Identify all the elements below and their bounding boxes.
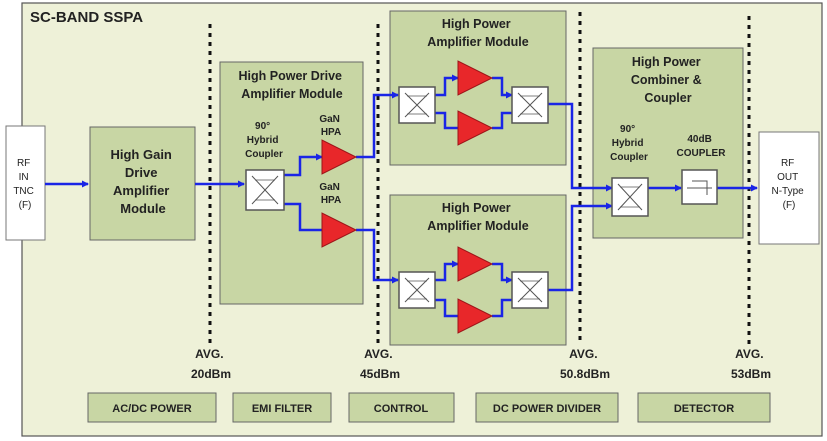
drive-amp-line-2: Drive <box>125 165 158 180</box>
rf-out-line-3: N-Type <box>771 186 804 197</box>
hp-drive-title-line-1: High Power Drive <box>239 69 343 83</box>
hybrid-right-line-2: Hybrid <box>612 138 644 149</box>
hybrid-coupler-bottom-in <box>398 271 436 309</box>
avg-marker-4-label: AVG. <box>735 347 763 361</box>
avg-marker-2-label: AVG. <box>364 347 392 361</box>
hp-drive-title: High Power Drive Amplifier Module <box>239 69 346 101</box>
hybrid-coupler-left <box>245 169 285 211</box>
gan-bottom-line-1: GaN <box>319 182 340 193</box>
coupler-40db-symbol <box>681 169 718 205</box>
hpa-top-to-combiner-arrow <box>548 102 613 192</box>
gan-bottom-line-2: HPA <box>321 195 341 206</box>
bottom-block-ac-dc <box>87 392 217 423</box>
hpa-top-join-up <box>492 76 513 99</box>
rf-out-port <box>758 131 820 245</box>
drive-amp-line-1: High Gain <box>110 147 171 162</box>
hpa-top-title: High Power Amplifier Module <box>427 17 528 49</box>
hpa-top-split-down <box>435 111 458 130</box>
hybrid-to-gan-top-arrow <box>284 153 323 177</box>
hybrid-right-label: 90° Hybrid Coupler <box>610 124 648 163</box>
hybrid-coupler-right <box>611 177 649 217</box>
hpa-top-amp-1 <box>457 60 494 96</box>
avg-marker-1: AVG. 20dBm <box>191 347 231 381</box>
hybrid-coupler-top-in <box>398 86 436 124</box>
avg-marker-4-value: 53dBm <box>731 367 771 381</box>
avg-marker-2: AVG. 45dBm <box>360 347 400 381</box>
hybrid-left-line-2: Hybrid <box>247 135 279 146</box>
hybrid-left-line-1: 90° <box>255 121 270 132</box>
hpa-bottom-split-up <box>435 260 459 282</box>
rf-in-port <box>5 125 46 241</box>
hpa-top-join-down <box>492 111 512 130</box>
bottom-block-control <box>348 392 455 423</box>
combiner-title-line-3: Coupler <box>644 91 691 105</box>
bottom-block-dc-divider-label: DC POWER DIVIDER <box>493 403 601 415</box>
avg-marker-3-value: 50.8dBm <box>560 367 610 381</box>
hybrid-right-line-1: 90° <box>620 124 635 135</box>
bottom-block-detector-label: DETECTOR <box>674 403 734 415</box>
gan-bottom-label: GaN HPA <box>319 182 342 206</box>
hpa-bottom-amp-1 <box>457 246 494 282</box>
bottom-block-emi-label: EMI FILTER <box>252 403 312 415</box>
gan-bottom-to-hpa-bottom-arrow <box>356 228 399 284</box>
bottom-block-ac-dc-label: AC/DC POWER <box>112 403 192 415</box>
combiner-title-line-1: High Power <box>632 55 701 69</box>
panel-title: SC-BAND SSPA <box>30 9 143 26</box>
gan-top-label: GaN HPA <box>319 114 342 138</box>
coupler-40db-line-2: COUPLER <box>677 148 727 159</box>
hybrid-left-line-3: Coupler <box>245 149 283 160</box>
avg-marker-1-label: AVG. <box>195 347 223 361</box>
gan-hpa-top-amp <box>321 139 358 175</box>
rf-out-line-1: RF <box>781 158 794 169</box>
avg-marker-4: AVG. 53dBm <box>731 347 771 381</box>
rf-in-line-3: TNC <box>13 186 34 197</box>
bottom-block-detector <box>637 392 771 423</box>
gan-hpa-bottom-amp <box>321 212 358 248</box>
avg-marker-1-value: 20dBm <box>191 367 231 381</box>
drive-amp-line-4: Module <box>120 201 166 216</box>
hybrid-to-gan-bottom-arrow <box>284 202 322 232</box>
drive-amp-line-3: Amplifier <box>113 183 169 198</box>
rf-in-line-2: IN <box>19 172 29 183</box>
avg-marker-3-label: AVG. <box>569 347 597 361</box>
hpa-bottom-split-down <box>435 298 458 318</box>
rf-out-line-2: OUT <box>777 172 798 183</box>
hybrid-left-label: 90° Hybrid Coupler <box>245 121 283 160</box>
gan-top-line-1: GaN <box>319 114 340 125</box>
hybrid-coupler-bottom-out <box>511 271 549 309</box>
hpa-bottom-join-up <box>492 262 513 284</box>
coupler-40db-line-1: 40dB <box>687 134 711 145</box>
hpa-bottom-amp-2 <box>457 298 494 334</box>
avg-marker-3: AVG. 50.8dBm <box>560 347 610 381</box>
hybrid-coupler-top-out <box>511 86 549 124</box>
hybrid-right-line-3: Coupler <box>610 152 648 163</box>
bottom-block-control-label: CONTROL <box>374 403 429 415</box>
combiner-title: High Power Combiner & Coupler <box>631 55 705 105</box>
hpa-bottom-title: High Power Amplifier Module <box>427 201 528 233</box>
hpa-top-amp-2 <box>457 110 494 146</box>
bottom-block-dc-divider <box>475 392 619 423</box>
rf-out-label: RF OUT N-Type (F) <box>771 158 806 211</box>
hp-drive-title-line-2: Amplifier Module <box>241 87 342 101</box>
rf-in-label: RF IN TNC (F) <box>13 158 36 211</box>
hpa-top-title-line-2: Amplifier Module <box>427 35 528 49</box>
gan-top-to-hpa-top-arrow <box>356 91 399 159</box>
hpa-bottom-to-combiner-arrow <box>548 202 613 292</box>
bottom-block-emi <box>232 392 332 423</box>
hpa-top-split-up <box>435 74 459 97</box>
gan-top-line-2: HPA <box>321 127 341 138</box>
hpa-bottom-join-down <box>492 298 512 318</box>
drive-amp-label: High Gain Drive Amplifier Module <box>110 147 175 216</box>
rf-in-line-4: (F) <box>19 200 32 211</box>
coupler-40db-label: 40dB COUPLER <box>677 134 727 159</box>
rf-out-line-4: (F) <box>783 200 796 211</box>
hpa-bottom-title-line-1: High Power <box>442 201 511 215</box>
drive-amp-module <box>89 126 196 241</box>
hpa-top-title-line-1: High Power <box>442 17 511 31</box>
hpa-bottom-title-line-2: Amplifier Module <box>427 219 528 233</box>
rf-in-line-1: RF <box>17 158 30 169</box>
combiner-title-line-2: Combiner & <box>631 73 702 87</box>
avg-marker-2-value: 45dBm <box>360 367 400 381</box>
